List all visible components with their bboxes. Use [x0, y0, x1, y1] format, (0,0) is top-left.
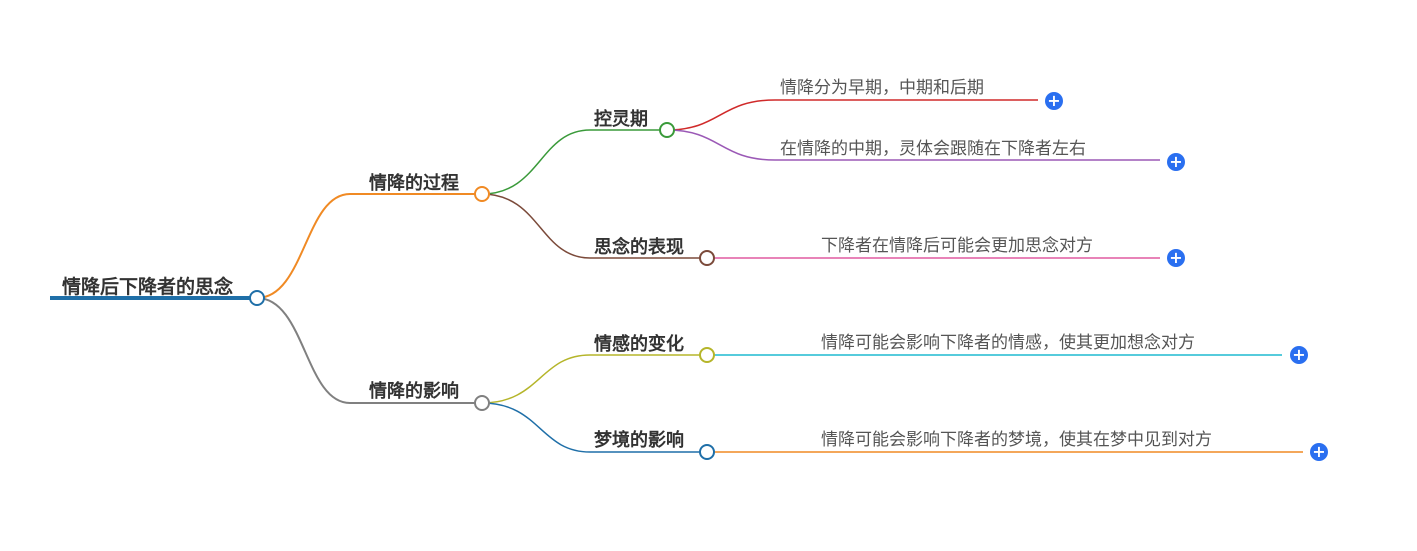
subbranch-node-circle [699, 250, 715, 266]
plus-icon[interactable]: + [1290, 346, 1308, 364]
subtopic-emotion-change[interactable]: 情感的变化 [594, 334, 684, 355]
root-node-circle [249, 290, 265, 306]
root-topic[interactable]: 情降后下降者的思念 [62, 276, 234, 298]
leaf-topic[interactable]: 情降可能会影响下降者的情感，使其更加想念对方 [821, 333, 1195, 353]
branch-topic-process[interactable]: 情降的过程 [369, 173, 459, 194]
leaf-topic[interactable]: 情降分为早期，中期和后期 [780, 78, 984, 98]
leaf-topic[interactable]: 情降可能会影响下降者的梦境，使其在梦中见到对方 [821, 430, 1212, 450]
plus-icon[interactable]: + [1045, 92, 1063, 110]
plus-icon[interactable]: + [1310, 443, 1328, 461]
subbranch-node-circle [699, 444, 715, 460]
branch-topic-impact[interactable]: 情降的影响 [369, 381, 459, 402]
subtopic-control-period[interactable]: 控灵期 [594, 109, 648, 130]
subbranch-node-circle [699, 347, 715, 363]
leaf-topic[interactable]: 在情降的中期，灵体会跟随在下降者左右 [780, 139, 1086, 159]
subtopic-longing-signs[interactable]: 思念的表现 [594, 237, 684, 258]
branch-node-circle [474, 395, 490, 411]
subtopic-dream-impact[interactable]: 梦境的影响 [594, 430, 684, 451]
branch-node-circle [474, 186, 490, 202]
plus-icon[interactable]: + [1167, 153, 1185, 171]
leaf-topic[interactable]: 下降者在情降后可能会更加思念对方 [821, 236, 1093, 256]
plus-icon[interactable]: + [1167, 249, 1185, 267]
subbranch-node-circle [659, 122, 675, 138]
